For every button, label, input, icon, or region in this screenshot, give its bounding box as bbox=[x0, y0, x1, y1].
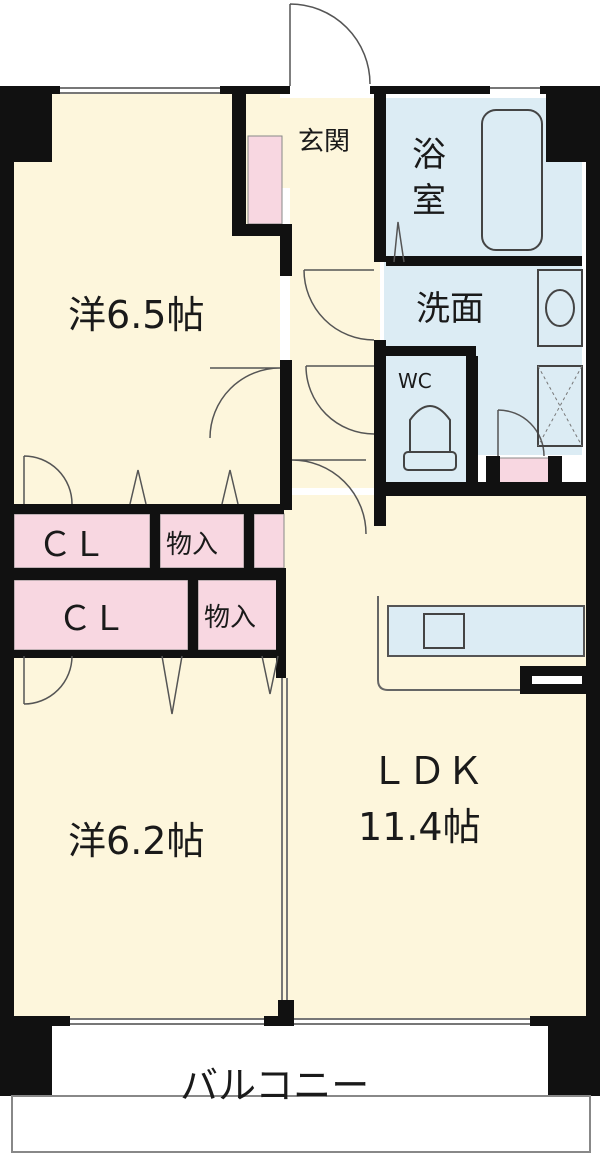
room-western-lower-fill bbox=[14, 655, 282, 1020]
storage-upper-small bbox=[253, 513, 285, 569]
room-ldk-fill bbox=[282, 495, 586, 1020]
room-western-lower-label: 洋6.2帖 bbox=[68, 819, 204, 863]
bath-label-1: 浴 bbox=[412, 135, 446, 175]
doors bbox=[23, 3, 545, 715]
closet-lower-fill bbox=[13, 579, 189, 651]
room-ldk-unit: 帖 bbox=[443, 805, 481, 849]
room-ldk-size-label: 11.4帖 bbox=[358, 805, 481, 849]
toilet-tank bbox=[403, 451, 457, 471]
wc-fill bbox=[384, 356, 468, 482]
kitchen-strip-inner bbox=[532, 676, 582, 684]
bathtub bbox=[481, 109, 543, 251]
wash-cabinet bbox=[497, 457, 551, 487]
hallway-fill-2 bbox=[290, 188, 380, 488]
room-western-upper-name: 洋 bbox=[68, 293, 106, 337]
room-western-lower-size: 6.2 bbox=[106, 819, 166, 863]
fixtures bbox=[377, 109, 583, 691]
windows bbox=[60, 87, 540, 1025]
room-ldk-size: 11.4 bbox=[358, 805, 443, 849]
room-western-upper-label: 洋6.5帖 bbox=[68, 293, 204, 337]
storage-lower-label: 物入 bbox=[204, 603, 256, 633]
entrance-label: 玄関 bbox=[298, 127, 350, 157]
washroom-label: 洗面 bbox=[416, 289, 484, 329]
balcony-label: バルコニー bbox=[180, 1064, 369, 1108]
kitchen-sink bbox=[423, 613, 465, 649]
storage-upper-label: 物入 bbox=[166, 530, 218, 560]
kitchen-counter bbox=[387, 605, 585, 657]
room-western-lower-name: 洋 bbox=[68, 819, 106, 863]
walls bbox=[0, 86, 600, 1096]
wash-basin bbox=[537, 269, 583, 347]
closet-upper-label: ＣＬ bbox=[38, 525, 106, 565]
toilet-bowl bbox=[409, 405, 451, 452]
shoe-cabinet bbox=[247, 135, 283, 225]
washroom-fill-2 bbox=[476, 355, 582, 455]
room-ldk-name: ＬＤＫ bbox=[370, 749, 484, 793]
room-western-lower-unit: 帖 bbox=[166, 819, 204, 863]
room-western-upper-size: 6.5 bbox=[106, 293, 166, 337]
balcony-band bbox=[52, 1026, 548, 1096]
closet-lower-label: ＣＬ bbox=[58, 599, 126, 639]
washer-pan bbox=[537, 365, 583, 447]
balcony-area bbox=[11, 1095, 591, 1153]
wc-label: WC bbox=[398, 369, 432, 393]
room-western-upper-unit: 帖 bbox=[166, 293, 204, 337]
bath-label-2: 室 bbox=[412, 181, 446, 221]
